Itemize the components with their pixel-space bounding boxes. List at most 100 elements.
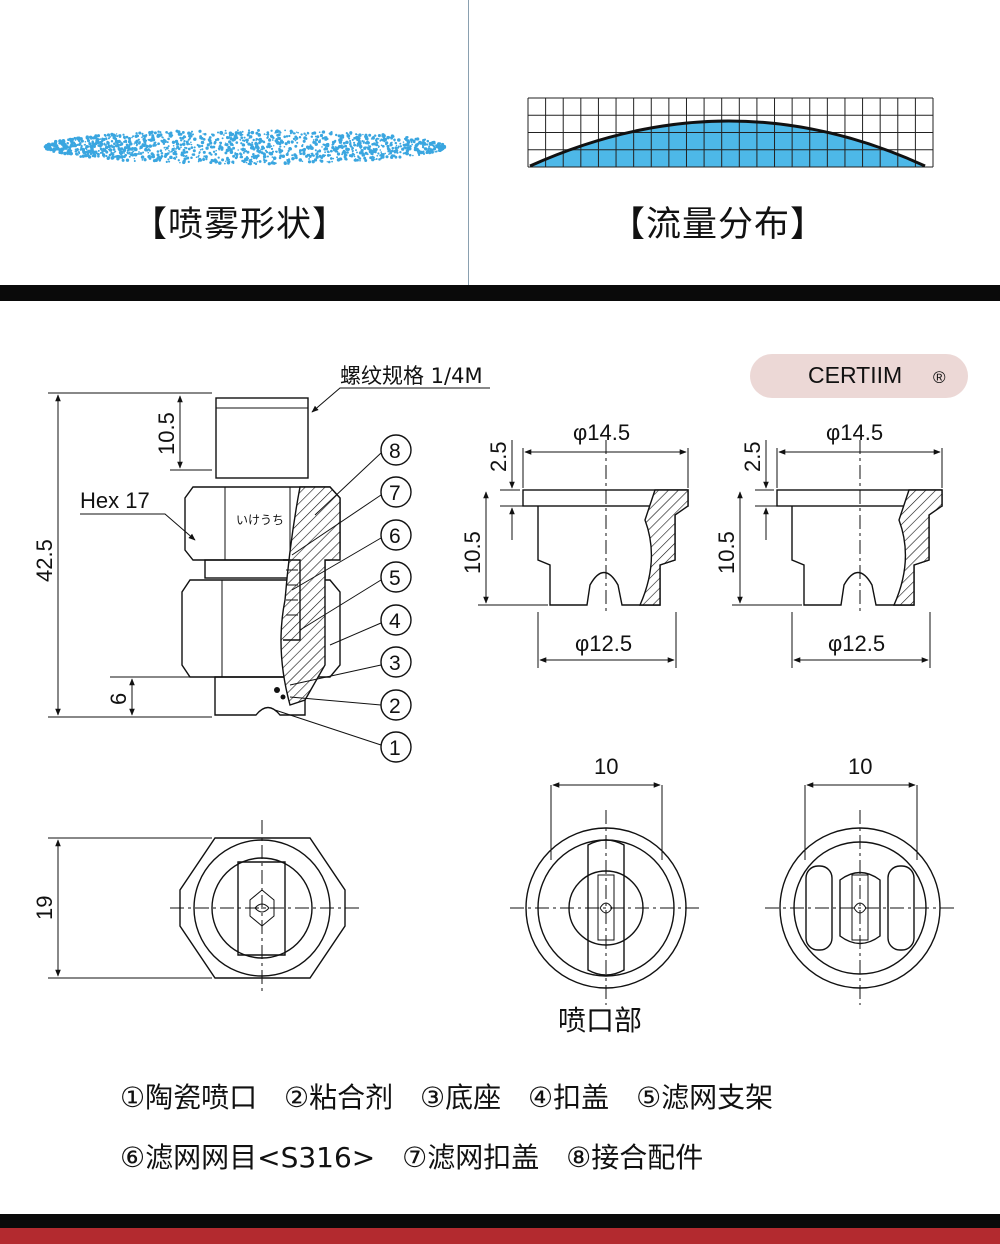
spray-droplet: [233, 134, 238, 139]
flow-distribution-graphic: [527, 97, 934, 168]
spray-droplet: [326, 144, 330, 148]
spray-droplet: [358, 144, 363, 148]
spray-droplet: [342, 135, 345, 137]
legend-item-8: ⑧接合配件: [566, 1141, 704, 1174]
spray-droplet: [324, 146, 327, 148]
spray-droplet: [232, 146, 236, 150]
spray-droplet: [200, 144, 204, 148]
spray-droplet: [53, 143, 56, 145]
spray-droplet: [203, 132, 207, 136]
spray-droplet: [127, 139, 132, 144]
spray-droplet: [100, 144, 103, 147]
header-divider-bar: [0, 285, 1000, 301]
spray-droplet: [145, 144, 149, 149]
flow-distribution-title: 【流量分布】: [610, 205, 827, 245]
spray-droplet: [220, 147, 224, 151]
spray-droplet: [398, 155, 402, 159]
spray-droplet: [143, 137, 146, 140]
spray-droplet: [182, 148, 186, 152]
spray-droplet: [278, 147, 281, 151]
spray-droplet: [312, 154, 315, 157]
spray-droplet: [155, 144, 158, 146]
spray-droplet: [90, 147, 94, 151]
legend-item-1: ①陶瓷喷口: [120, 1081, 258, 1114]
spray-droplet: [266, 145, 269, 149]
spray-droplet: [232, 162, 235, 165]
spray-droplet: [185, 150, 189, 154]
spray-droplet: [131, 153, 135, 157]
spray-droplet: [80, 147, 83, 150]
spray-droplet: [391, 146, 395, 150]
spray-droplet: [245, 141, 249, 144]
spray-droplet: [135, 141, 138, 145]
svg-text:6: 6: [389, 525, 401, 548]
spray-droplet: [373, 135, 375, 138]
spray-droplet: [165, 130, 168, 134]
spray-droplet: [409, 144, 412, 148]
callout-5: 5: [299, 561, 412, 631]
spray-droplet: [279, 143, 281, 146]
spray-droplet: [326, 161, 329, 163]
spray-droplet: [115, 141, 119, 144]
spray-droplet: [271, 156, 274, 158]
spray-droplet: [250, 145, 254, 148]
spray-droplet: [95, 140, 99, 144]
spray-droplet: [432, 145, 436, 148]
spray-droplet: [381, 138, 385, 142]
spray-droplet: [272, 145, 275, 147]
spray-droplet: [179, 143, 183, 147]
spray-droplet: [341, 153, 344, 156]
spray-droplet: [349, 132, 353, 135]
spray-droplet: [345, 153, 348, 157]
spray-droplet: [336, 152, 341, 156]
spray-droplet: [190, 156, 193, 160]
spray-droplet: [253, 148, 256, 151]
spray-droplet: [136, 134, 139, 136]
spray-droplet: [141, 132, 144, 135]
spray-droplet: [228, 131, 233, 135]
spray-droplet: [174, 139, 179, 144]
spray-droplet: [394, 155, 398, 159]
spray-droplet: [270, 152, 274, 156]
spray-droplet: [90, 138, 92, 140]
spray-droplet: [273, 157, 276, 160]
spray-droplet: [248, 162, 252, 166]
spray-droplet: [350, 154, 354, 158]
spray-droplet: [167, 145, 170, 148]
spray-droplet: [164, 148, 167, 151]
spray-droplet: [298, 158, 303, 162]
brand-badge: [750, 354, 968, 398]
spray-droplet: [175, 156, 178, 158]
spray-droplet: [372, 147, 376, 151]
spray-droplet: [327, 154, 330, 157]
spray-droplet: [239, 131, 243, 135]
spray-droplet: [437, 146, 441, 150]
spray-droplet: [364, 159, 368, 162]
spray-droplet: [223, 134, 225, 136]
spray-droplet: [147, 151, 150, 154]
spray-droplet: [323, 143, 327, 147]
engraving-text: いけうち: [236, 513, 284, 527]
svg-text:7: 7: [389, 482, 401, 505]
spray-droplet: [383, 137, 388, 142]
spray-droplet: [77, 136, 80, 139]
spray-droplet: [298, 149, 302, 152]
spray-droplet: [181, 143, 185, 146]
spray-droplet: [122, 133, 125, 136]
spray-droplet: [318, 131, 321, 134]
spray-droplet: [118, 135, 122, 138]
spray-droplet: [283, 161, 287, 166]
spray-droplet: [270, 129, 273, 132]
spray-droplet: [319, 133, 324, 138]
spray-droplet: [387, 148, 391, 152]
spray-droplet: [278, 150, 282, 154]
spray-droplet: [171, 140, 176, 144]
spray-droplet: [360, 149, 363, 151]
spray-droplet: [113, 146, 115, 149]
footer-bar-red: [0, 1228, 1000, 1244]
spray-droplet: [267, 162, 271, 166]
spray-droplet: [377, 146, 380, 148]
spray-droplet: [214, 138, 218, 142]
spray-droplet: [337, 158, 341, 161]
spray-droplet: [399, 145, 403, 148]
